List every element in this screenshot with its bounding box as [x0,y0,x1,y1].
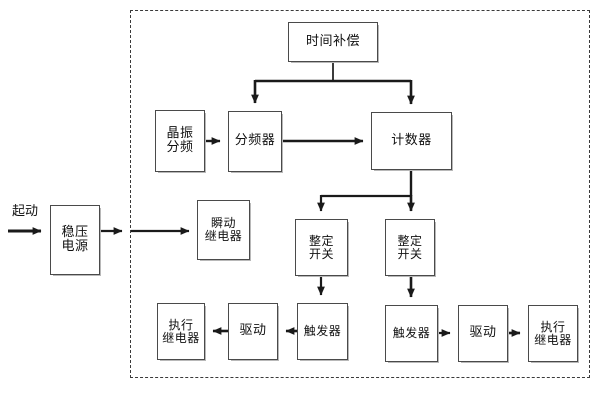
start-label-line: 起 [11,204,25,219]
node-trigger-right[interactable]: 触发器 [385,305,438,362]
node-label-line: 晶振 [166,125,194,141]
node-label-line: 开关 [308,246,334,261]
node-label-line: 执行 [168,317,194,332]
start-label-line: 动 [25,204,39,219]
node-crystal-divider[interactable]: 晶振分频 [155,110,205,172]
start-label: 起动 [10,204,40,219]
node-label-line: 驱动 [239,323,267,339]
node-execute-relay-right[interactable]: 执行继电器 [528,305,578,362]
node-label-line: 触发器 [303,324,342,339]
node-driver-right[interactable]: 驱动 [458,305,508,362]
node-label-line: 开关 [397,246,423,261]
node-label-line: 继电器 [162,330,200,345]
node-counter[interactable]: 计数器 [371,112,452,170]
node-label-line: 继电器 [534,332,572,347]
node-setting-switch-right[interactable]: 整定开关 [385,219,435,276]
node-setting-switch-left[interactable]: 整定开关 [295,219,348,276]
dashed-enclosure [130,10,590,378]
node-voltage-regulator[interactable]: 稳压电源 [50,205,100,275]
node-frequency-divider[interactable]: 分频器 [228,111,282,172]
node-label-line: 驱动 [469,325,497,341]
node-label-line: 触发器 [392,326,431,341]
node-label-line: 计数器 [391,132,432,148]
node-label-line: 稳压 [61,224,89,240]
node-trigger-left[interactable]: 触发器 [297,303,348,360]
node-label-line: 整定 [397,233,423,248]
node-driver-left[interactable]: 驱动 [228,303,278,360]
node-label-line: 执行 [540,319,566,334]
node-label-line: 瞬动 [210,216,236,231]
node-time-compensation[interactable]: 时间补偿 [288,22,378,62]
node-label-line: 分频器 [234,133,276,149]
node-label-line: 整定 [308,233,334,248]
node-label-line: 电源 [61,239,89,254]
node-label-line: 继电器 [204,229,243,243]
node-instant-relay[interactable]: 瞬动继电器 [197,200,250,260]
node-execute-relay-left[interactable]: 执行继电器 [157,303,205,360]
node-label-line: 时间补偿 [305,33,360,49]
node-label-line: 分频 [166,140,194,155]
